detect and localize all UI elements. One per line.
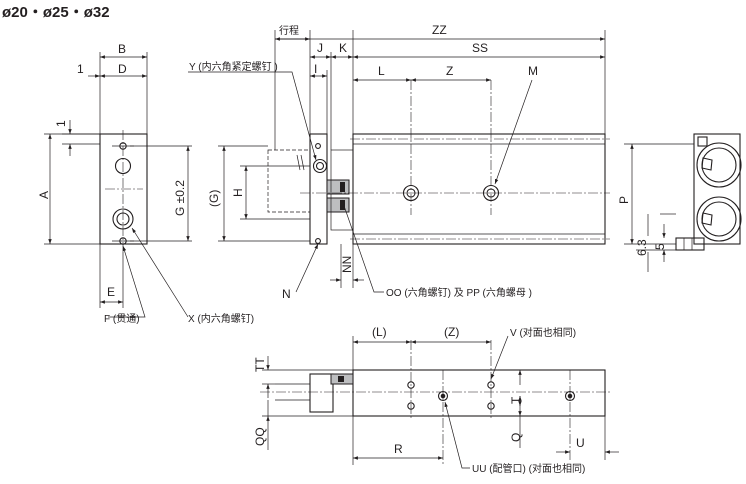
dim-B: B xyxy=(118,42,126,56)
top-view: (L) (Z) V (对面也相同) TT T QQ Q R U xyxy=(253,325,619,475)
dim-T: T xyxy=(509,396,523,404)
dim-I: I xyxy=(314,62,317,76)
label-V: V (对面也相同) xyxy=(510,326,576,339)
drawing-title: ø20・ø25・ø32 xyxy=(2,4,110,21)
set-screw-inner xyxy=(315,161,325,171)
v-hole-1 xyxy=(407,381,415,389)
dim-1-side: 1 xyxy=(54,120,68,127)
socket-screw-inner xyxy=(116,212,130,226)
rear-plate-outline xyxy=(693,133,741,245)
set-screw-outer xyxy=(312,158,328,174)
dim-5: 5 xyxy=(653,243,667,250)
label-UU: UU (配管口) (对面也相同) xyxy=(472,462,585,475)
dim-L-paren: (L) xyxy=(372,325,387,339)
label-OO-PP: OO (六角螺钉) 及 PP (六角螺母 ) xyxy=(386,287,532,299)
dim-A: A xyxy=(37,191,51,199)
rear-bore-bottom xyxy=(696,196,742,242)
label-F: F (贯通) xyxy=(104,313,140,325)
dim-QQ: QQ xyxy=(253,427,267,446)
dim-G: G ±0.2 xyxy=(173,180,187,216)
dim-1-top: 1 xyxy=(77,62,84,76)
uu-port-2 xyxy=(564,390,576,402)
dim-E: E xyxy=(107,285,115,299)
label-Y: Y (内六角紧定螺钉 ) xyxy=(189,60,278,73)
dim-J: J xyxy=(317,41,323,55)
rod-hidden xyxy=(267,149,311,213)
dim-P: P xyxy=(617,196,631,204)
dim-stroke: 行程 xyxy=(279,24,299,37)
dim-NN: NN xyxy=(340,256,354,273)
dim-K: K xyxy=(339,41,347,55)
label-N: N xyxy=(282,287,291,301)
dim-D: D xyxy=(118,62,127,76)
dim-H: H xyxy=(231,188,245,197)
dim-U: U xyxy=(576,436,585,450)
through-hole xyxy=(114,157,132,175)
dim-G-paren: (G) xyxy=(207,190,221,207)
port-L-outer xyxy=(402,184,420,202)
uu-port-1 xyxy=(437,390,449,402)
left-end-view: B D 1 1 A G ±0.2 E F (贯通) X (内六角螺钉) xyxy=(37,42,254,325)
dim-L: L xyxy=(378,64,385,78)
dim-6-3: 6.3 xyxy=(635,239,649,256)
v-hole-2 xyxy=(487,381,495,389)
plate-end xyxy=(309,133,328,245)
label-X: X (内六角螺钉) xyxy=(188,312,254,325)
socket-screw-outer xyxy=(112,208,134,230)
top-view-body xyxy=(352,369,606,417)
dim-SS: SS xyxy=(472,41,488,55)
hex-nut-top xyxy=(326,179,350,195)
port-M-outer xyxy=(482,184,500,202)
side-view: 行程 J K I ZZ SS L Z M Y (内六角紧定螺钉 ) ( xyxy=(188,23,610,301)
dim-ZZ: ZZ xyxy=(432,23,447,37)
dim-Z-paren: (Z) xyxy=(444,325,459,339)
cylinder-body xyxy=(352,133,606,245)
label-M: M xyxy=(528,64,538,78)
dim-TT: TT xyxy=(253,357,267,372)
rear-end-view: P 6.3 5 xyxy=(617,133,742,272)
dim-R: R xyxy=(394,442,403,456)
dim-Z: Z xyxy=(446,64,453,78)
dim-Q: Q xyxy=(509,433,523,442)
rear-bore-top xyxy=(696,142,742,188)
